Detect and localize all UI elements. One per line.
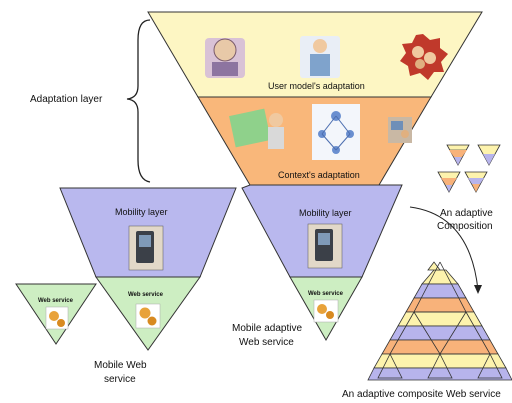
webservice-label-small: Web service xyxy=(38,298,73,304)
arrow-head xyxy=(474,285,482,294)
mobile-ws-label-line1: Mobile Web xyxy=(94,360,147,371)
context-label: Context's adaptation xyxy=(278,170,360,180)
mobility-label-right: Mobility layer xyxy=(299,208,352,218)
mobile-adaptive-label-line1: Mobile adaptive xyxy=(232,323,303,334)
mobile-adaptive-label-line2: Web service xyxy=(239,337,294,348)
elderly-user-icon xyxy=(205,38,245,78)
gears-icon-left xyxy=(135,303,161,329)
mobile-phone-icon-right xyxy=(307,223,343,269)
network-context-icon xyxy=(312,104,360,160)
composite-pyramid xyxy=(367,261,512,381)
presenter-icon xyxy=(229,108,284,149)
adaptation-brace xyxy=(126,19,151,183)
webservice-label-right: Web service xyxy=(308,291,343,297)
adaptive-composition-label-line2: Composition xyxy=(437,221,493,232)
gears-icon-small xyxy=(45,306,69,330)
business-user-icon xyxy=(300,36,340,78)
adaptive-composition-icons xyxy=(437,144,501,193)
office-context-icon xyxy=(388,117,412,143)
adaptive-composite-label: An adaptive composite Web service xyxy=(342,389,501,400)
webservice-label-left: Web service xyxy=(128,292,163,298)
mobility-label-left: Mobility layer xyxy=(115,207,168,217)
group-users-icon xyxy=(400,34,448,80)
adaptive-composition-label-line1: An adaptive xyxy=(440,208,493,219)
gears-icon-right xyxy=(313,299,339,323)
adaptation-layer-label: Adaptation layer xyxy=(30,94,103,105)
mobile-ws-label-line2: service xyxy=(104,374,136,385)
composition-arrow xyxy=(409,206,479,291)
user-model-label: User model's adaptation xyxy=(268,81,365,91)
mobile-phone-icon-left xyxy=(128,225,164,271)
